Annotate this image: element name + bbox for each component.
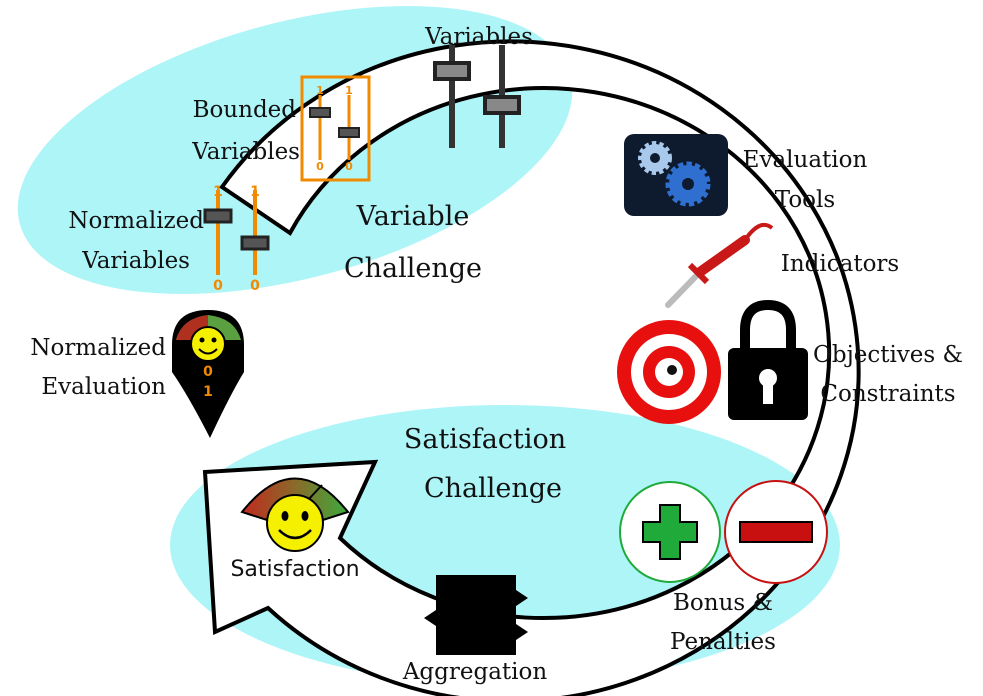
slider-tick-one: 1 [213, 184, 223, 200]
smiley-icon [190, 326, 226, 362]
gauge-icon [240, 477, 350, 552]
variables-sliders [433, 45, 521, 148]
label-aggregation: Aggregation [402, 659, 548, 685]
normalized-sliders: 1 1 0 0 [203, 184, 270, 294]
slider-tick-one: 1 [316, 84, 324, 97]
label-evaluation-tools-1: Evaluation [743, 147, 868, 173]
slider-tick-zero: 0 [316, 160, 324, 173]
label-bonus-penalties-2: Penalties [670, 629, 776, 655]
label-satisfaction: Satisfaction [230, 557, 359, 582]
pin-tick-one: 1 [203, 384, 213, 400]
aggregation-block-icon [424, 575, 528, 655]
gears-icon [624, 134, 728, 216]
label-satisfaction-challenge-1: Satisfaction [404, 424, 566, 455]
label-evaluation-tools-2: Tools [775, 187, 835, 213]
label-variables: Variables [424, 24, 533, 50]
minus-icon [724, 480, 828, 584]
slider-tick-zero: 0 [345, 160, 353, 173]
padlock-icon [728, 299, 808, 420]
bounded-sliders: 1 1 0 0 [300, 75, 371, 182]
thermometer-icon [665, 223, 774, 308]
slider-tick-zero: 0 [250, 278, 260, 294]
label-normalized-evaluation-2: Evaluation [41, 374, 166, 400]
slider-icon [203, 208, 233, 224]
slider-tick-one: 1 [250, 184, 260, 200]
label-objectives-constraints-1: Objectives & [813, 342, 963, 368]
slider-tick-one: 1 [345, 84, 353, 97]
target-icon [617, 320, 721, 424]
label-satisfaction-challenge-2: Challenge [424, 473, 562, 504]
label-variable-challenge-1: Variable [356, 201, 470, 232]
label-normalized-variables-2: Variables [81, 248, 190, 274]
label-bounded-variables-1: Bounded [193, 97, 297, 123]
label-objectives-constraints-2: Constraints [820, 381, 955, 407]
plus-icon [619, 481, 721, 583]
label-variable-challenge-2: Challenge [344, 253, 482, 284]
label-normalized-variables-1: Normalized [68, 208, 204, 234]
smiley-icon [266, 494, 324, 552]
map-pin-icon: 0 1 [172, 310, 244, 438]
label-normalized-evaluation-1: Normalized [30, 335, 166, 361]
label-indicators: Indicators [781, 251, 899, 277]
pin-tick-zero: 0 [203, 364, 213, 380]
slider-tick-zero: 0 [213, 278, 223, 294]
label-bonus-penalties-1: Bonus & [673, 590, 773, 616]
label-bounded-variables-2: Variables [191, 139, 300, 165]
